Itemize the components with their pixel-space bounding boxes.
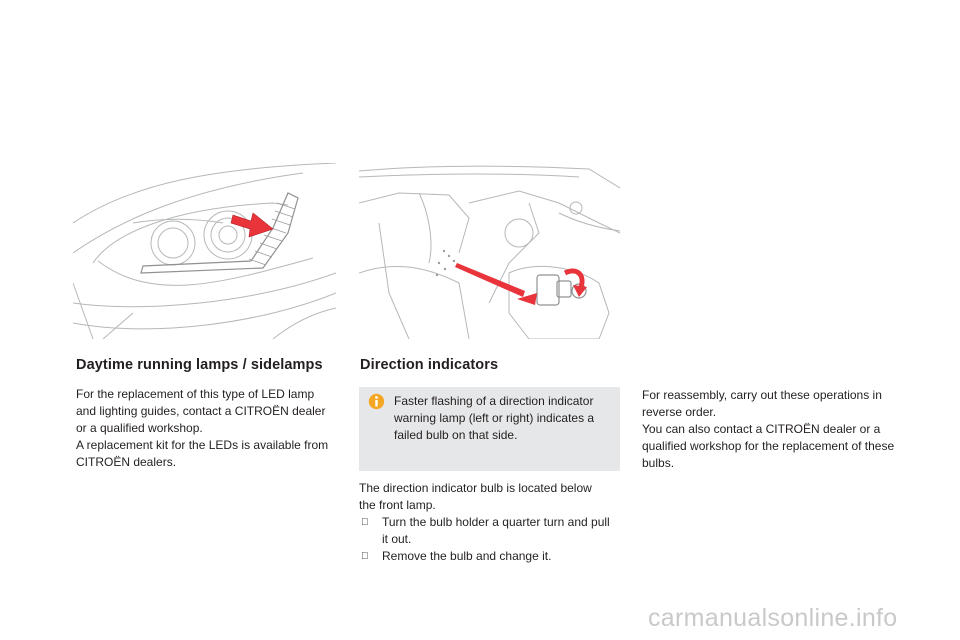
- text-line: failed bulb on that side.: [394, 428, 518, 442]
- text-line: Faster flashing of a direction indicator: [394, 394, 594, 408]
- text-line: or a qualified workshop.: [76, 421, 203, 435]
- reassembly-text: For reassembly, carry out these operatio…: [642, 387, 907, 472]
- text-line: The direction indicator bulb is located …: [359, 481, 592, 495]
- daytime-running-lamps-heading: Daytime running lamps / sidelamps: [76, 357, 323, 373]
- drl-illustration: [73, 163, 336, 339]
- bullet-marker-icon: : [361, 514, 369, 531]
- watermark: carmanualsonline.info: [648, 604, 898, 632]
- text-line: qualified workshop for the replacement o…: [642, 439, 895, 453]
- text-line: You can also contact a CITROËN dealer or…: [642, 422, 881, 436]
- info-icon: [368, 393, 385, 415]
- text-line: Turn the bulb holder a quarter turn and …: [382, 515, 610, 529]
- info-note-text: Faster flashing of a direction indicator…: [394, 393, 608, 444]
- text-line: the front lamp.: [359, 498, 436, 512]
- text-line: and lighting guides, contact a CITROËN d…: [76, 404, 326, 418]
- text-line: A replacement kit for the LEDs is availa…: [76, 438, 329, 452]
- text-line: For the replacement of this type of LED …: [76, 387, 315, 401]
- daytime-running-lamps-text: For the replacement of this type of LED …: [76, 386, 338, 471]
- text-line: bulbs.: [642, 456, 675, 470]
- direction-indicators-heading: Direction indicators: [360, 357, 499, 373]
- text-line: Remove the bulb and change it.: [382, 549, 552, 563]
- bullet-marker-icon: : [361, 548, 369, 565]
- text-line: warning lamp (left or right) indicates a: [394, 411, 595, 425]
- direction-indicators-text: The direction indicator bulb is located …: [359, 480, 621, 565]
- step-item:  Turn the bulb holder a quarter turn an…: [359, 514, 621, 548]
- indicator-illustration: [359, 163, 620, 339]
- text-line: it out.: [382, 532, 412, 546]
- text-line: For reassembly, carry out these operatio…: [642, 388, 882, 402]
- info-note-box: Faster flashing of a direction indicator…: [359, 387, 620, 471]
- text-line: CITROËN dealers.: [76, 455, 177, 469]
- step-item:  Remove the bulb and change it.: [359, 548, 621, 565]
- text-line: reverse order.: [642, 405, 717, 419]
